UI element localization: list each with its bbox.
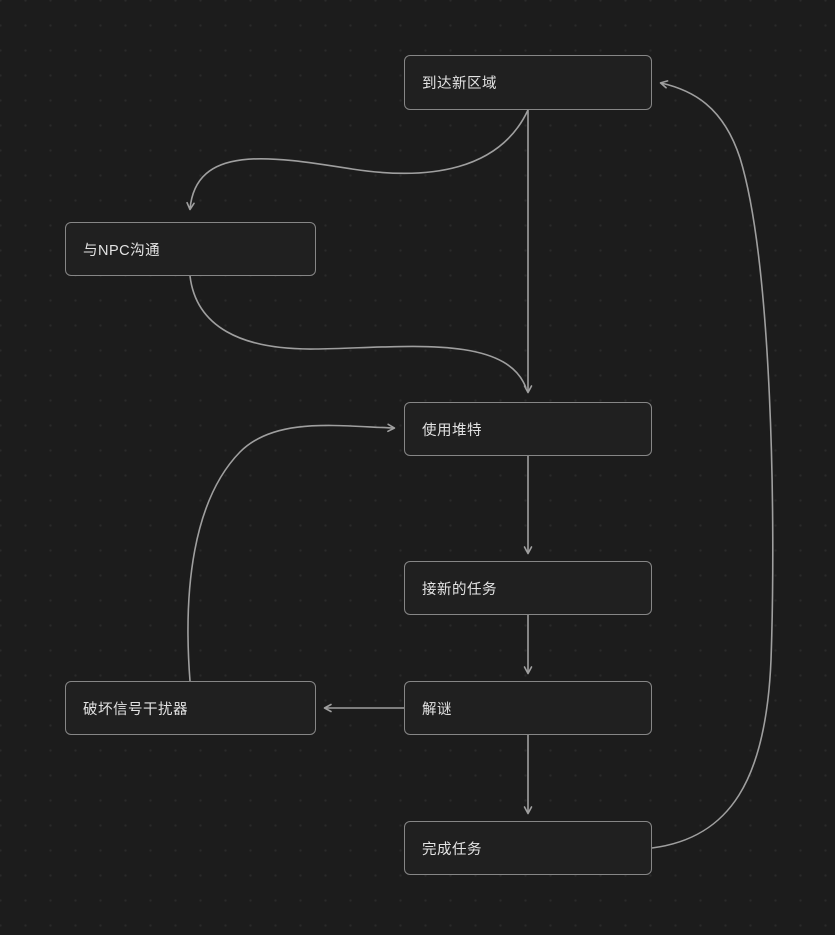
node-label: 使用堆特 — [422, 422, 482, 439]
node-label: 完成任务 — [422, 841, 482, 858]
edge-arrive-new-area-to-talk-to-npc — [186, 109, 529, 211]
node-label: 到达新区域 — [422, 76, 497, 92]
node-label: 与NPC沟通 — [83, 242, 161, 259]
node-label: 解谜 — [422, 701, 452, 718]
node-solve-puzzle[interactable]: 解谜 — [404, 681, 652, 735]
node-complete-task[interactable]: 完成任务 — [404, 821, 652, 875]
edge-destroy-signal-jammer-to-use-duite — [187, 423, 396, 682]
edge-complete-task-to-arrive-new-area — [651, 80, 774, 849]
node-destroy-signal-jammer[interactable]: 破坏信号干扰器 — [65, 681, 316, 735]
node-accept-new-task[interactable]: 接新的任务 — [404, 561, 652, 615]
node-talk-to-npc[interactable]: 与NPC沟通 — [65, 222, 316, 276]
node-use-duite[interactable]: 使用堆特 — [404, 402, 652, 456]
node-label: 破坏信号干扰器 — [83, 701, 188, 718]
node-arrive-new-area[interactable]: 到达新区域 — [404, 55, 652, 110]
edge-talk-to-npc-to-use-duite — [189, 275, 527, 389]
node-label: 接新的任务 — [422, 581, 497, 598]
